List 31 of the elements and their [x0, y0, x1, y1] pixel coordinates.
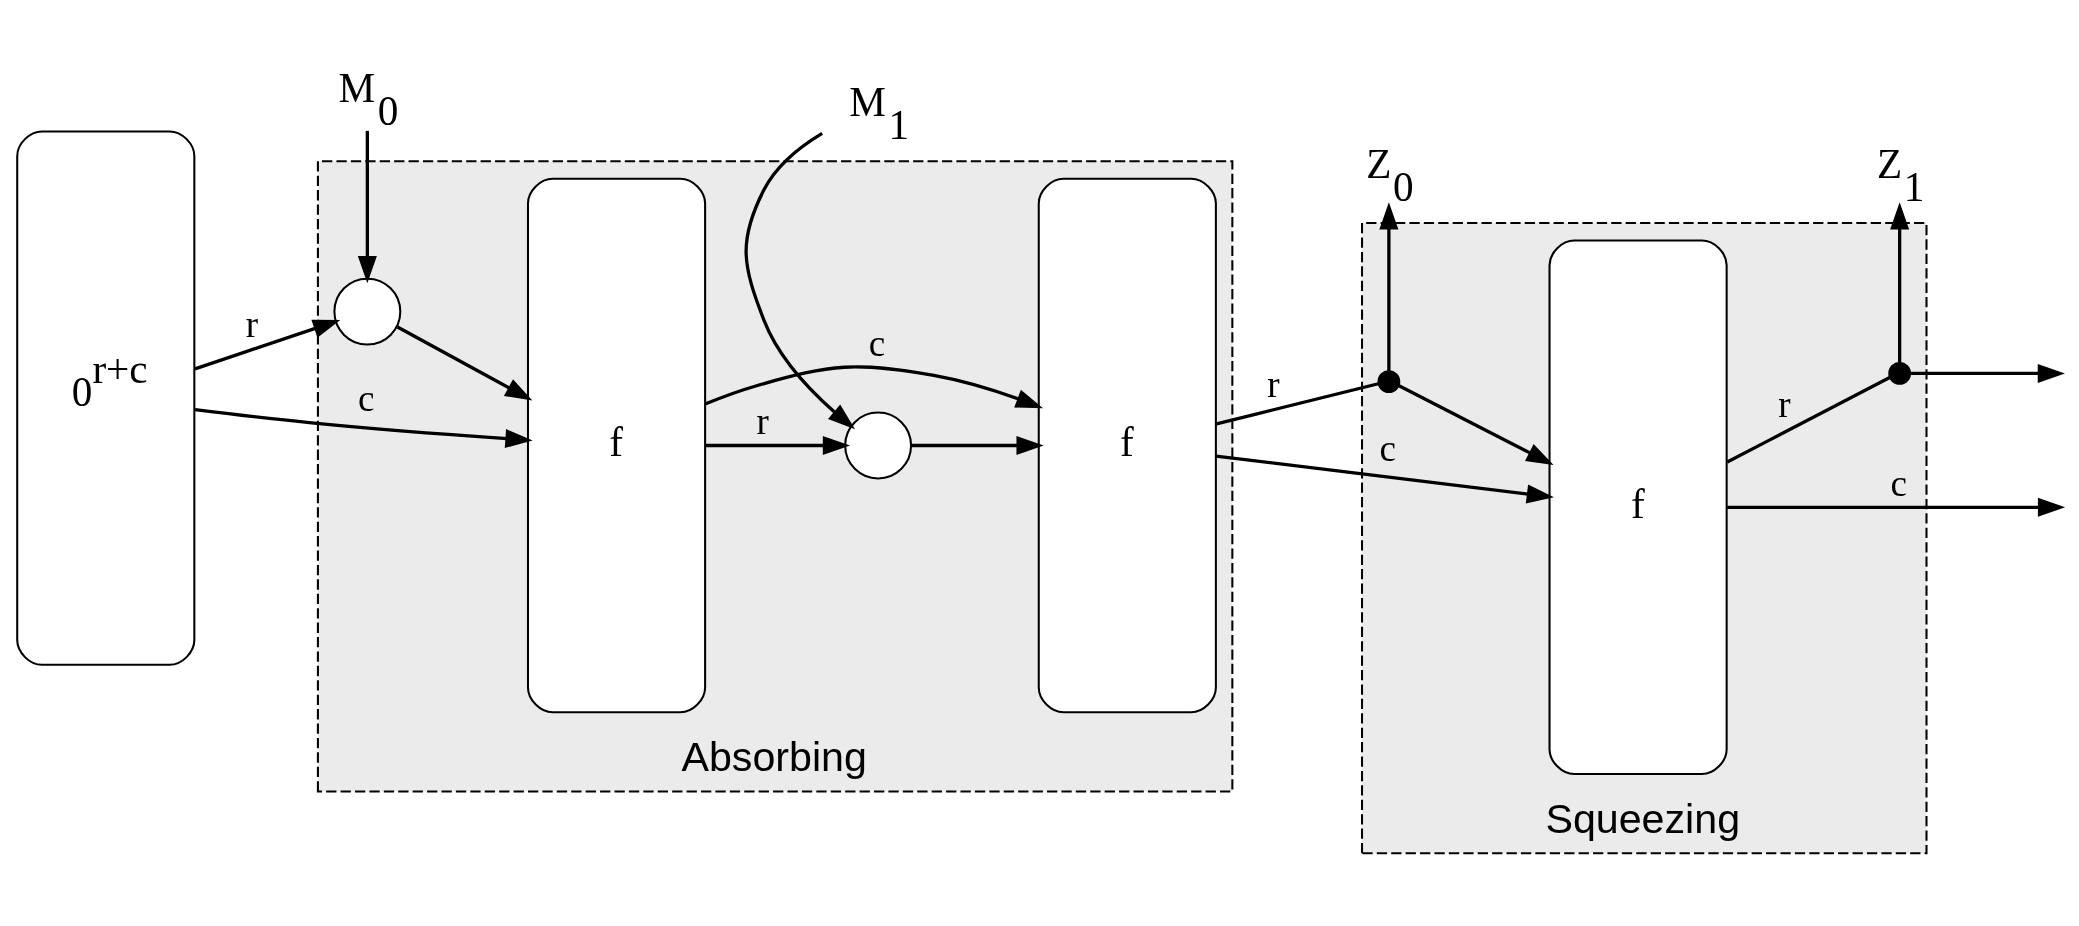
edge-label: c: [1379, 427, 1397, 469]
arrow: [396, 325, 533, 401]
arrow: [1379, 202, 1399, 371]
node-circle: [333, 277, 402, 346]
edge-label: r: [245, 304, 259, 346]
node-box: f: [526, 177, 707, 714]
edge-label: c: [358, 378, 375, 420]
edge-label: r: [1778, 384, 1791, 426]
arrow: [911, 435, 1044, 456]
edge-label: c: [1890, 462, 1907, 504]
connector: [1726, 376, 1891, 464]
arrow: [1910, 363, 2065, 383]
node-dot: [1377, 370, 1401, 394]
arrow: [1727, 497, 2066, 517]
arrow: [194, 319, 341, 371]
node-circle: [844, 411, 913, 480]
arrow: [194, 407, 533, 449]
node-dot: [1888, 362, 1912, 385]
arrow: [1215, 454, 1554, 504]
arrow: [705, 365, 1044, 409]
arrow: [357, 130, 377, 284]
arrow: [744, 132, 856, 430]
arrow: [1890, 202, 1910, 363]
node-box: f: [1037, 177, 1217, 714]
edge-label: r: [1267, 363, 1280, 405]
edge-label: c: [868, 322, 886, 364]
arrow: [705, 435, 851, 456]
node-box: f: [1548, 239, 1728, 775]
edge-label: r: [756, 400, 769, 442]
arrow: [1397, 384, 1554, 465]
connector: [1216, 382, 1379, 426]
